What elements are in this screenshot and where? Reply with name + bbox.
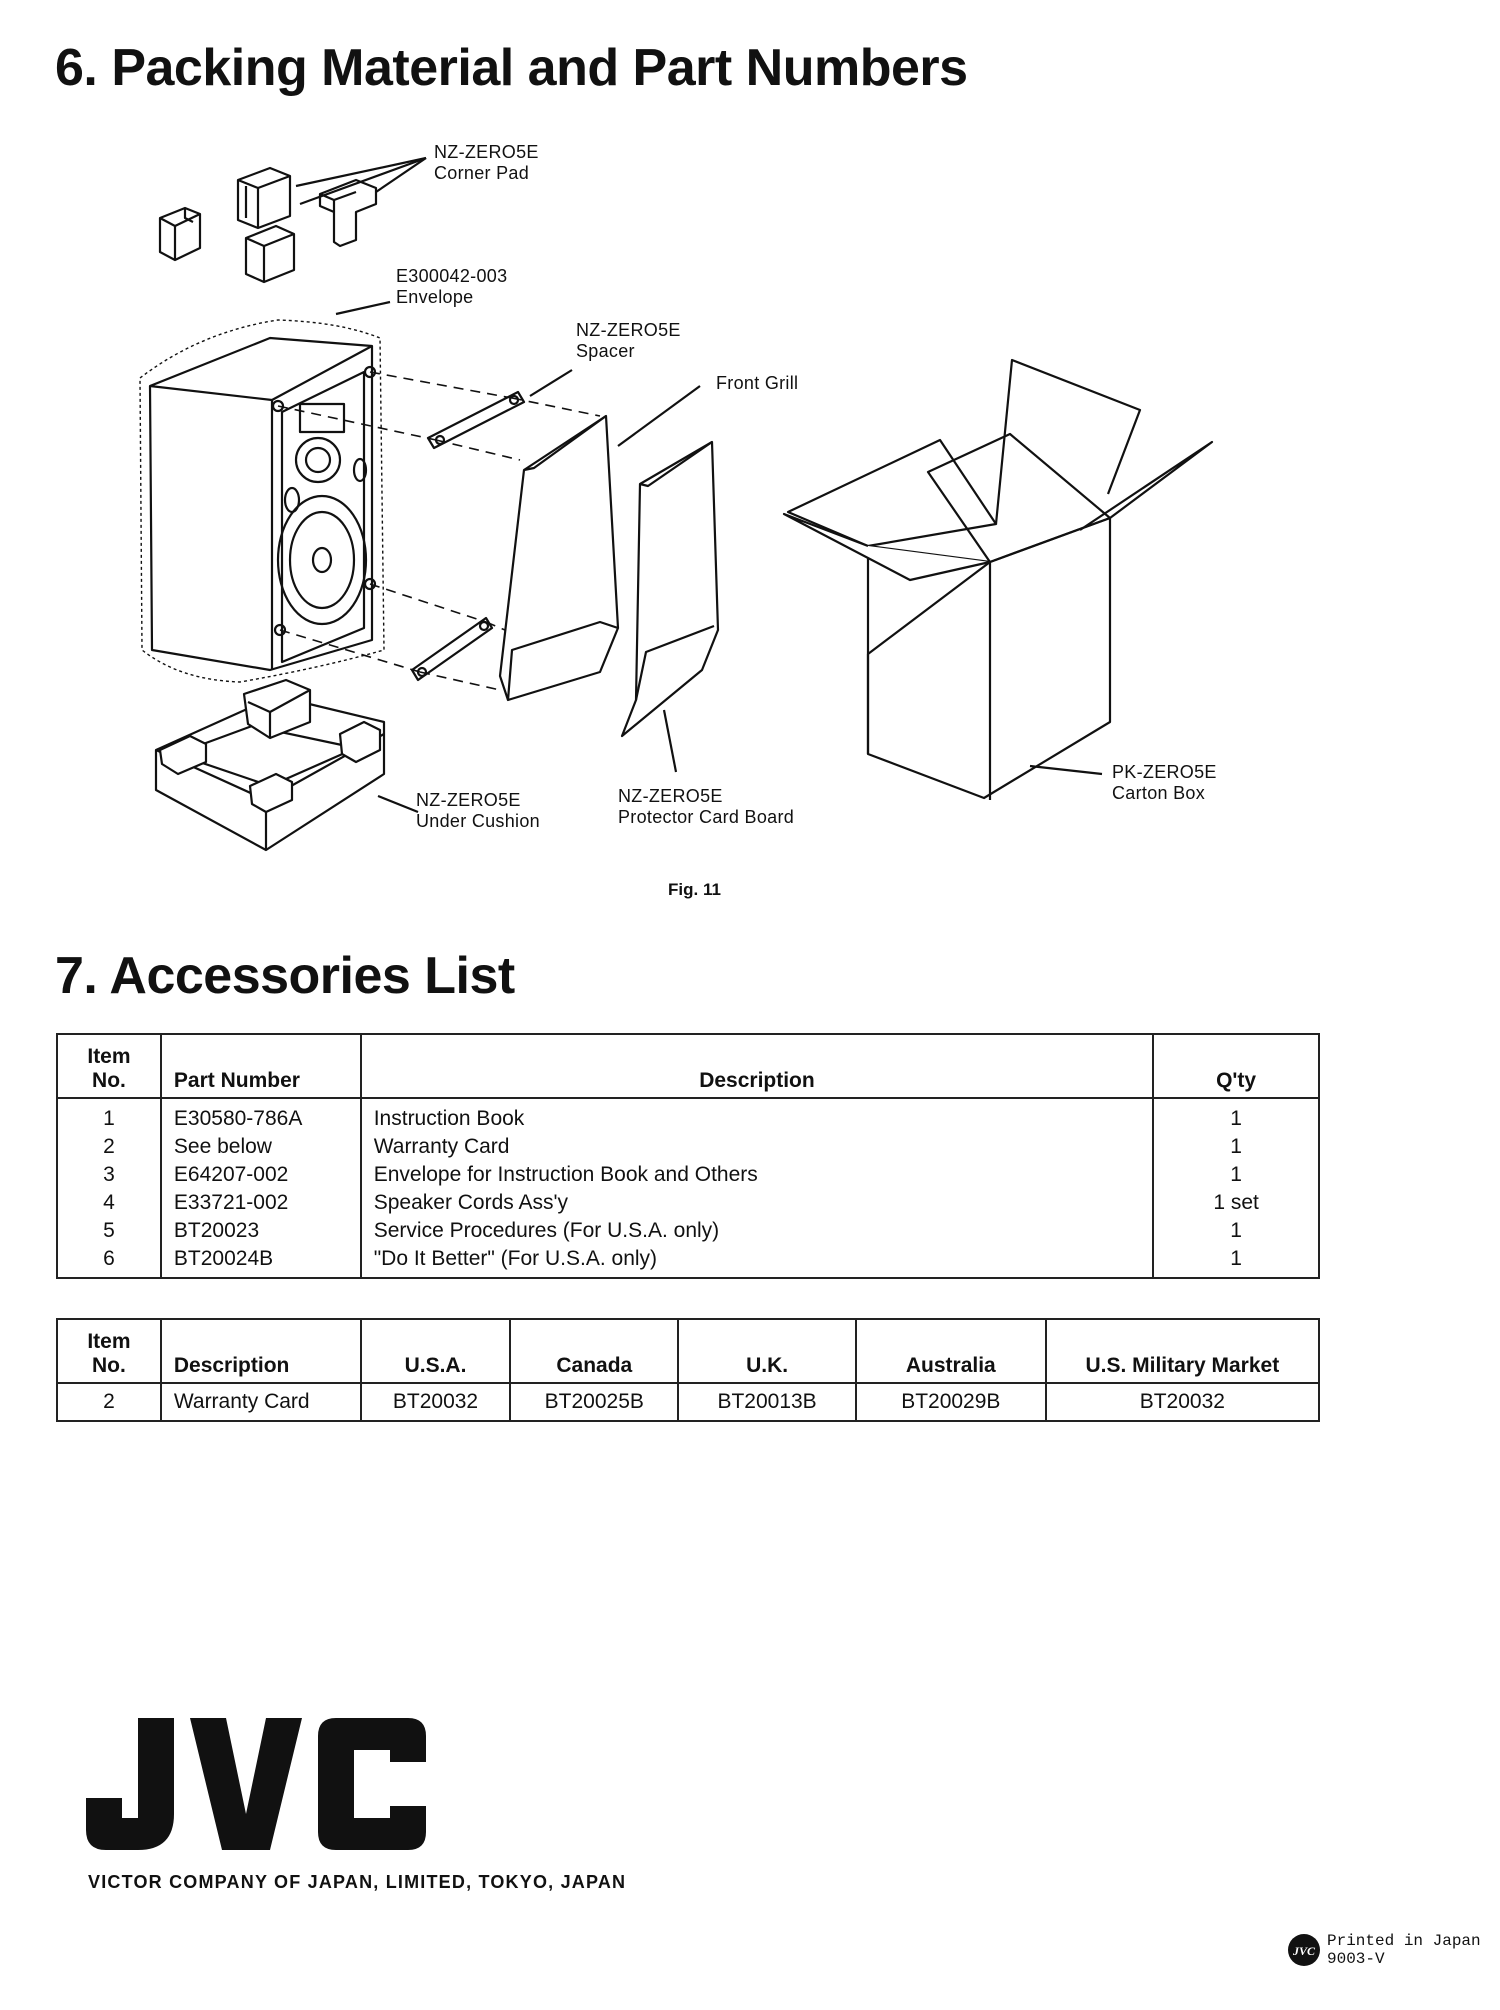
header-item-no: Item No. (56, 1034, 162, 1099)
company-name: VICTOR COMPANY OF JAPAN, LIMITED, TOKYO,… (88, 1872, 627, 1892)
accessory-description: Warranty Card (359, 1133, 1155, 1161)
under-cushion-label: NZ-ZERO5E Under Cushion (416, 790, 540, 832)
accessory-qty: 1 set (1152, 1189, 1320, 1217)
warranty-header-description: Description (159, 1318, 362, 1384)
warranty-no: 2 (56, 1382, 162, 1422)
packing-diagram: NZ-ZERO5E Corner Pad E300042-003 Envelop… (0, 110, 1500, 890)
jvc-seal-icon: JVC (1288, 1934, 1320, 1966)
accessory-no: 6 (56, 1245, 162, 1278)
protector-label: NZ-ZERO5E Protector Card Board (618, 786, 794, 828)
printed-in-japan: JVC Printed in Japan 9003-V (1287, 1932, 1481, 1968)
warranty-header-usa: U.S.A. (359, 1318, 512, 1384)
warranty-uk: BT20013B (677, 1382, 857, 1422)
envelope-name: Envelope (396, 287, 474, 307)
carton-label: PK-ZERO5E Carton Box (1112, 762, 1217, 804)
envelope-part: E300042-003 (396, 266, 508, 286)
header-no: No. (92, 1069, 126, 1092)
accessory-no: 2 (56, 1133, 162, 1161)
envelope-label: E300042-003 Envelope (396, 266, 507, 308)
header-item: Item (87, 1045, 131, 1068)
header-description: Description (359, 1034, 1155, 1099)
warranty-usa: BT20032 (359, 1382, 512, 1422)
warranty-header-item-no: Item No. (56, 1318, 162, 1384)
jvc-logo (86, 1718, 426, 1859)
accessory-part-number: E33721-002 (159, 1189, 362, 1217)
accessory-qty: 1 (1152, 1133, 1320, 1161)
front-grill-name: Front Grill (716, 373, 799, 393)
warranty-header-uk: U.K. (677, 1318, 857, 1384)
warranty-header-item: Item (87, 1330, 131, 1353)
header-qty: Q'ty (1152, 1034, 1320, 1099)
speaker-cabinet-drawing (139, 300, 391, 683)
accessory-part-number: BT20024B (159, 1245, 362, 1278)
accessory-no: 4 (56, 1189, 162, 1217)
warranty-header-canada: Canada (509, 1318, 680, 1384)
under-cushion-drawing (154, 678, 419, 852)
warranty-header-military: U.S. Military Market (1044, 1318, 1321, 1384)
front-grill-drawing (498, 385, 701, 702)
corner-pad-part: NZ-ZERO5E (434, 142, 539, 162)
corner-pad-name: Corner Pad (434, 163, 530, 183)
warranty-row: 2 Warranty Card BT20032 BT20025B BT20013… (56, 1382, 1321, 1422)
accessories-header-row: Item No. Part Number Description Q'ty (56, 1034, 1320, 1099)
warranty-desc: Warranty Card (159, 1382, 362, 1422)
warranty-table: Item No. Description U.S.A. Canada U.K. … (56, 1318, 1321, 1422)
spacer-part: NZ-ZERO5E (576, 320, 681, 340)
warranty-header-row: Item No. Description U.S.A. Canada U.K. … (56, 1318, 1321, 1384)
section-6-title: 6. Packing Material and Part Numbers (55, 39, 968, 97)
accessory-description: Speaker Cords Ass'y (359, 1189, 1155, 1217)
warranty-header-australia: Australia (854, 1318, 1047, 1384)
accessory-qty: 1 (1152, 1217, 1320, 1245)
spacer-name: Spacer (576, 341, 635, 361)
carton-part: PK-ZERO5E (1112, 762, 1217, 782)
protector-part: NZ-ZERO5E (618, 786, 723, 806)
protector-card-board-drawing (620, 440, 720, 773)
accessory-part-number: E30580-786A (159, 1098, 362, 1133)
accessory-part-number: BT20023 (159, 1217, 362, 1245)
warranty-canada: BT20025B (509, 1382, 680, 1422)
warranty-military: BT20032 (1044, 1382, 1321, 1422)
printed-text: Printed in Japan (1327, 1932, 1481, 1950)
svg-text:JVC: JVC (1292, 1944, 1316, 1958)
spacer-label: NZ-ZERO5E Spacer (576, 320, 681, 362)
figure-caption: Fig. 11 (668, 880, 721, 899)
protector-name: Protector Card Board (618, 807, 795, 827)
accessory-part-number: See below (159, 1133, 362, 1161)
corner-pads-drawing (158, 156, 427, 284)
front-grill-label: Front Grill (716, 373, 798, 394)
accessory-description: Instruction Book (359, 1098, 1155, 1133)
accessory-qty: 1 (1152, 1098, 1320, 1133)
corner-pad-label: NZ-ZERO5E Corner Pad (434, 142, 539, 184)
accessory-description: Service Procedures (For U.S.A. only) (359, 1217, 1155, 1245)
spacers-drawing (277, 369, 601, 691)
warranty-australia: BT20029B (854, 1382, 1047, 1422)
under-cushion-name: Under Cushion (416, 811, 540, 831)
section-7-title: 7. Accessories List (55, 947, 515, 1005)
accessory-description: Envelope for Instruction Book and Others (359, 1161, 1155, 1189)
under-cushion-part: NZ-ZERO5E (416, 790, 521, 810)
carton-name: Carton Box (1112, 783, 1206, 803)
accessory-qty: 1 (1152, 1161, 1320, 1189)
accessory-no: 1 (56, 1098, 162, 1133)
accessory-qty: 1 (1152, 1245, 1320, 1278)
print-code: 9003-V (1327, 1950, 1385, 1968)
accessory-no: 3 (56, 1161, 162, 1189)
warranty-header-no: No. (92, 1354, 126, 1377)
accessory-description: "Do It Better" (For U.S.A. only) (359, 1245, 1155, 1278)
carton-box-drawing (782, 358, 1214, 800)
accessory-no: 5 (56, 1217, 162, 1245)
accessory-part-number: E64207-002 (159, 1161, 362, 1189)
header-part-number: Part Number (159, 1034, 362, 1099)
